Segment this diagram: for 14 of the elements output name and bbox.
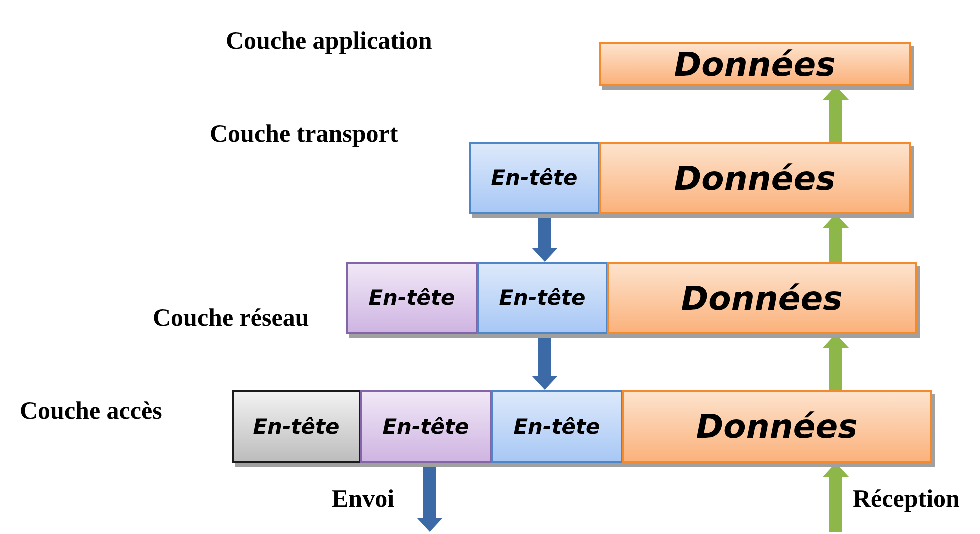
layer-label: Couche réseau [153, 305, 310, 333]
data-label: Données [674, 158, 836, 198]
data-label: Données [681, 278, 843, 318]
layer-label: Couche transport [210, 121, 398, 149]
header-label: En-tête [491, 166, 578, 190]
layer-label: Couche accès [20, 398, 162, 426]
layer-label: Couche application [226, 28, 432, 56]
header-label: En-tête [514, 414, 600, 438]
data-label: Données [674, 44, 836, 84]
header-label: En-tête [382, 414, 470, 438]
header-label: En-tête [499, 286, 586, 310]
header-label: En-tête [368, 286, 456, 310]
data-label: Données [696, 407, 858, 446]
header-label: En-tête [253, 414, 340, 438]
